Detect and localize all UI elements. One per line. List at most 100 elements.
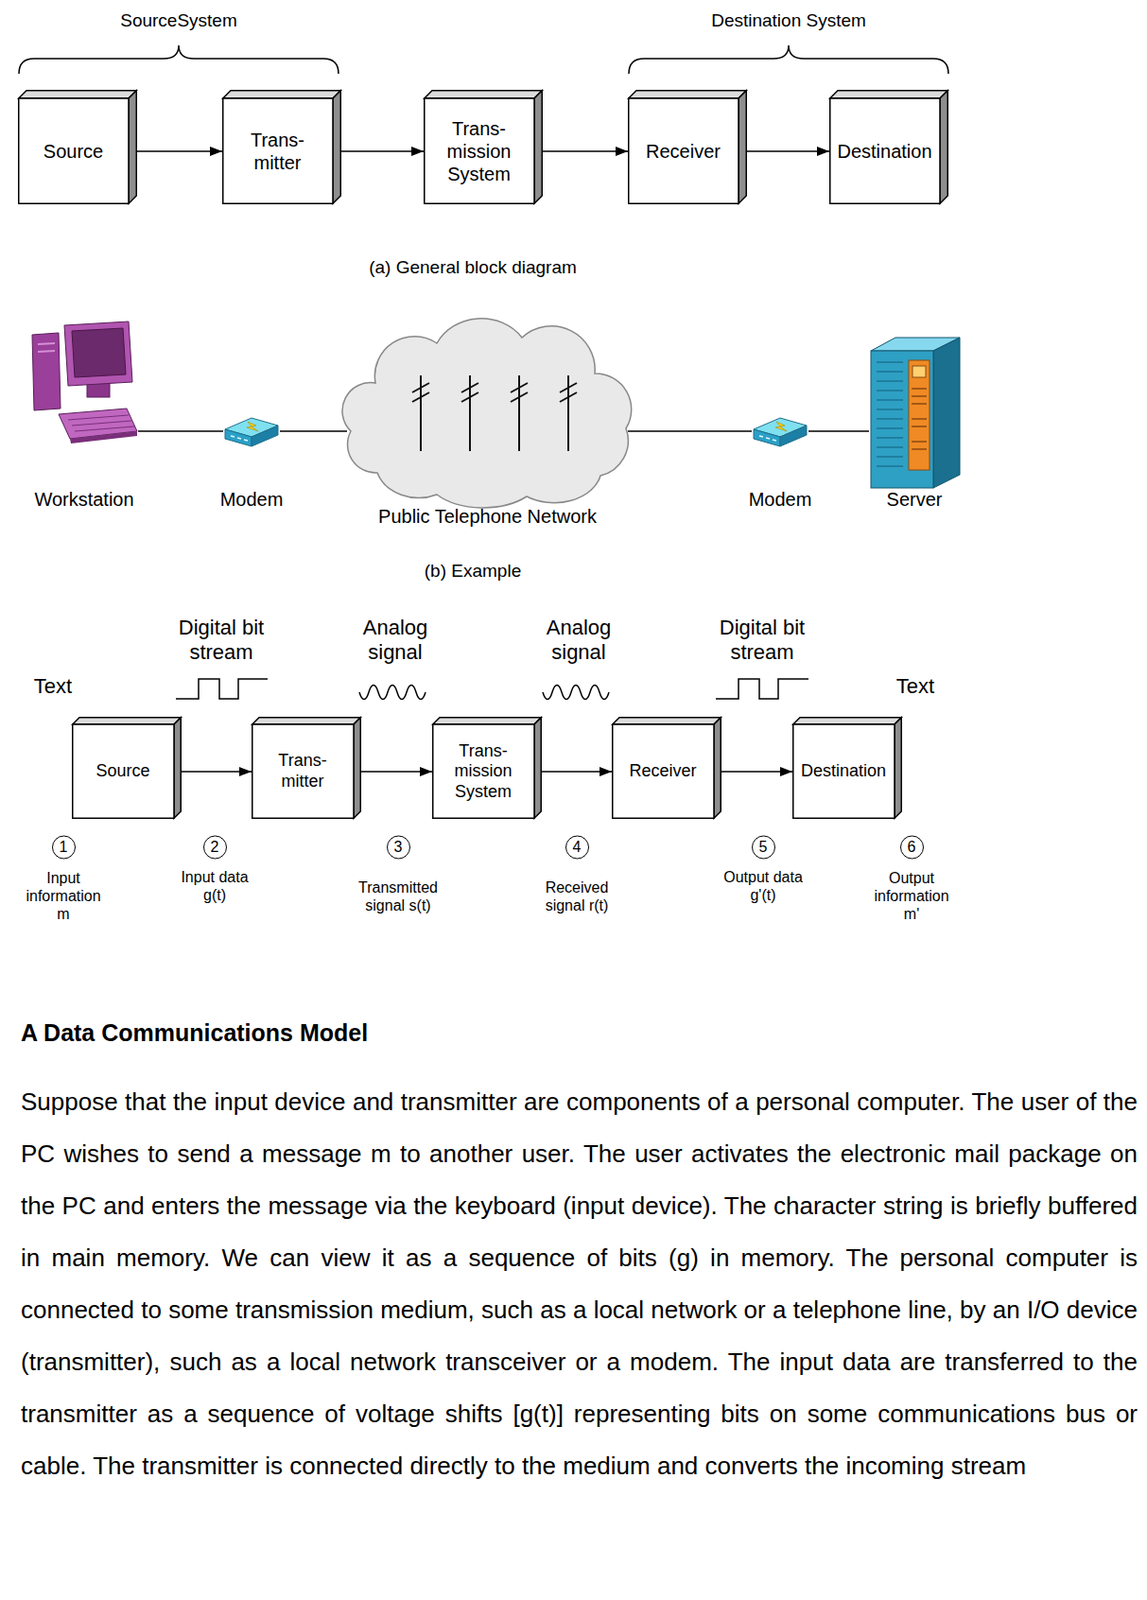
icon-drawing — [868, 333, 960, 488]
workstation-icon: Workstation — [30, 321, 139, 454]
signal-label: Text — [872, 674, 958, 699]
icon-drawing — [751, 416, 809, 451]
label-slot: Transmitted signal s(t) — [355, 878, 441, 915]
icon-caption-slot: Modem — [220, 488, 284, 511]
icon-drawing — [223, 416, 280, 451]
label-slot: Text — [10, 674, 96, 699]
transmitter-box: Trans- mitter — [222, 89, 342, 205]
brace — [628, 45, 949, 74]
label-slot: Digital bit stream — [710, 615, 815, 666]
box-label: Source — [43, 139, 104, 163]
callout-number: 6 — [900, 835, 924, 860]
transmission-box: Trans- mission System — [423, 89, 543, 205]
box-label: Receiver — [645, 139, 721, 163]
label-slot: Suppose that the input device and transm… — [20, 1076, 1138, 1493]
connector — [747, 150, 830, 153]
body-text: Suppose that the input device and transm… — [20, 1076, 1138, 1493]
icon-caption: Modem — [220, 488, 284, 510]
receiver-box: Receiver — [611, 716, 722, 819]
connector — [541, 770, 612, 773]
callout-label: Transmitted signal s(t) — [355, 878, 441, 915]
label-slot: Destination System — [675, 10, 903, 33]
text-area: Trans- mitter — [251, 724, 354, 819]
signal-label: Digital bit stream — [169, 615, 274, 666]
section-heading: A Data Communications Model — [20, 1019, 368, 1046]
callout-number: 2 — [203, 835, 227, 860]
callout-number: 4 — [565, 835, 590, 860]
signal-label: Text — [10, 674, 96, 699]
text-area: Receiver — [611, 724, 714, 819]
callout-label: Output information m' — [868, 868, 955, 924]
icon-caption-slot: Workstation — [34, 488, 134, 511]
label-slot: Output data g'(t) — [720, 868, 806, 904]
sub-caption: (b) Example — [368, 560, 577, 583]
box-label: Destination — [800, 761, 887, 783]
connector — [627, 430, 752, 433]
sub-caption: (a) General block diagram — [283, 257, 662, 279]
icon-caption: Public Telephone Network — [378, 505, 597, 527]
label-slot: (b) Example — [368, 560, 577, 583]
label-slot: 1 — [51, 835, 76, 860]
label-slot: 3 — [385, 835, 411, 860]
transmission-box: Trans- mission System — [432, 716, 542, 819]
source-box: Source — [71, 716, 182, 819]
signal-label: Analog signal — [343, 615, 448, 666]
text-area: Trans- mitter — [222, 98, 333, 205]
label-slot: (a) General block diagram — [283, 257, 662, 279]
icon-caption-slot: Modem — [748, 488, 813, 511]
label-slot: Input information m — [25, 868, 102, 924]
connector — [138, 430, 224, 433]
label-slot: Received signal r(t) — [534, 878, 620, 915]
box-label: Trans- mission System — [441, 117, 518, 186]
connector — [279, 430, 348, 433]
group-label: SourceSystem — [74, 10, 283, 33]
callout-number: 5 — [751, 835, 776, 860]
group-label: Destination System — [675, 10, 903, 33]
text-area: Source — [71, 724, 174, 819]
server-icon: Server — [868, 333, 960, 488]
icon-drawing — [30, 321, 139, 454]
digital-waveform — [715, 678, 809, 699]
text-area: Receiver — [627, 98, 739, 205]
brace — [18, 45, 339, 74]
destination-box: Destination — [792, 716, 903, 819]
signal-label: Analog signal — [526, 615, 631, 666]
box-label: Trans- mission System — [449, 741, 518, 803]
signal-label: Digital bit stream — [710, 615, 815, 666]
digital-waveform — [175, 678, 268, 699]
destination-box: Destination — [829, 89, 949, 205]
text-area: Trans- mission System — [423, 98, 535, 205]
callout-label: Input data g(t) — [176, 868, 253, 904]
icon-caption: Workstation — [34, 488, 134, 510]
callout-number: 1 — [52, 835, 76, 860]
label-slot: SourceSystem — [74, 10, 283, 33]
modem-icon: Modem — [223, 416, 280, 451]
box-label: Trans- mitter — [240, 128, 316, 174]
analog-waveform — [542, 685, 609, 700]
connector — [361, 770, 433, 773]
box-label: Receiver — [628, 761, 696, 783]
transmitter-box: Trans- mitter — [251, 716, 362, 819]
title-slot: A Data Communications Model — [20, 1019, 368, 1047]
receiver-box: Receiver — [627, 89, 748, 205]
connector — [721, 770, 793, 773]
label-slot: Input data g(t) — [176, 868, 253, 904]
callout-number: 3 — [386, 835, 411, 860]
label-slot: 2 — [202, 835, 227, 860]
connector — [341, 150, 424, 153]
box-label: Source — [95, 761, 150, 783]
label-slot: Digital bit stream — [169, 615, 274, 666]
network-cloud: Public Telephone Network — [347, 316, 628, 511]
icon-caption: Server — [886, 488, 943, 510]
callout-label: Output data g'(t) — [720, 868, 806, 904]
callout-label: Input information m — [25, 868, 102, 924]
label-slot: 6 — [899, 835, 924, 860]
box-label: Destination — [836, 139, 932, 163]
icon-caption-slot: Server — [886, 488, 943, 511]
label-slot: 4 — [564, 835, 590, 860]
label-slot: Text — [872, 674, 958, 699]
connector — [181, 770, 252, 773]
box-label: Trans- mitter — [268, 750, 337, 792]
